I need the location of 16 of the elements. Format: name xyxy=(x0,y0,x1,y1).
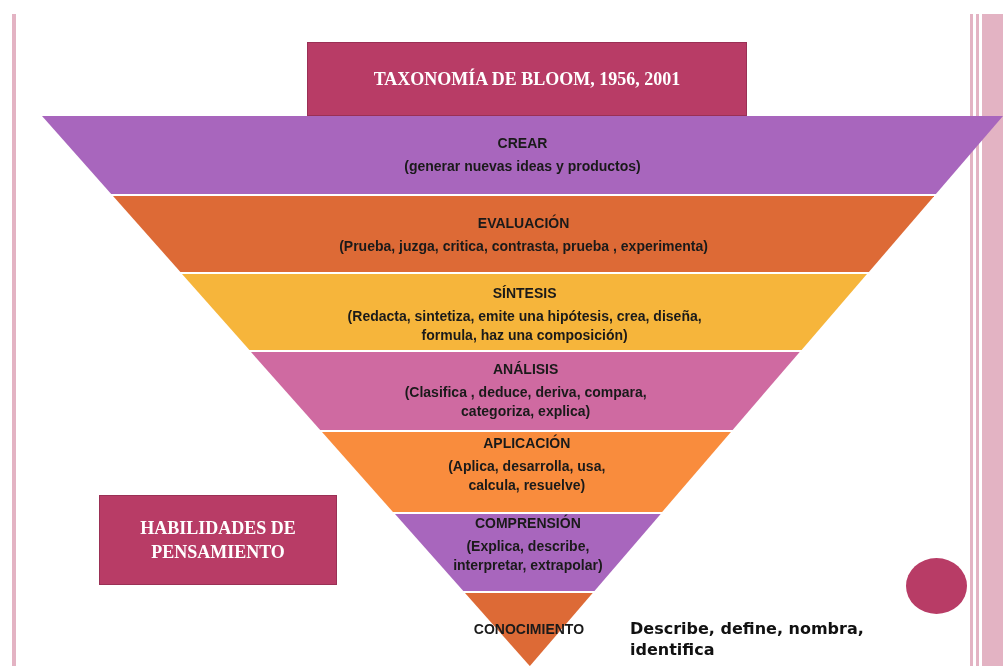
title-banner: TAXONOMÍA DE BLOOM, 1956, 2001 xyxy=(307,42,747,116)
level-description: (Redacta, sintetiza, emite una hipótesis, crea, diseña, formula, haz una composición) xyxy=(346,307,703,345)
level-examples: Describe, define, nombra, identifica xyxy=(630,618,865,660)
level-title: CREAR xyxy=(497,134,548,153)
level-description: (Explica, describe, interpretar, extrapolar) xyxy=(452,537,604,575)
level-title: SÍNTESIS xyxy=(492,284,557,303)
level-description: (Clasifica , deduce, deriva, compara, categoriza, explica) xyxy=(403,383,648,421)
level-title: EVALUACIÓN xyxy=(477,214,570,233)
level-description: (Prueba, juzga, critica, contrasta, prueba , experimenta) xyxy=(338,237,709,256)
decorative-circle xyxy=(906,558,967,614)
label-box: HABILIDADES DE PENSAMIENTO xyxy=(99,495,337,585)
level-title: COMPRENSIÓN xyxy=(474,514,581,533)
level-description: (generar nuevas ideas y productos) xyxy=(403,157,642,176)
level-title: ANÁLISIS xyxy=(493,360,559,379)
level-description: (Aplica, desarrolla, usa, calcula, resuelve) xyxy=(447,457,607,495)
level-title: APLICACIÓN xyxy=(483,434,571,453)
